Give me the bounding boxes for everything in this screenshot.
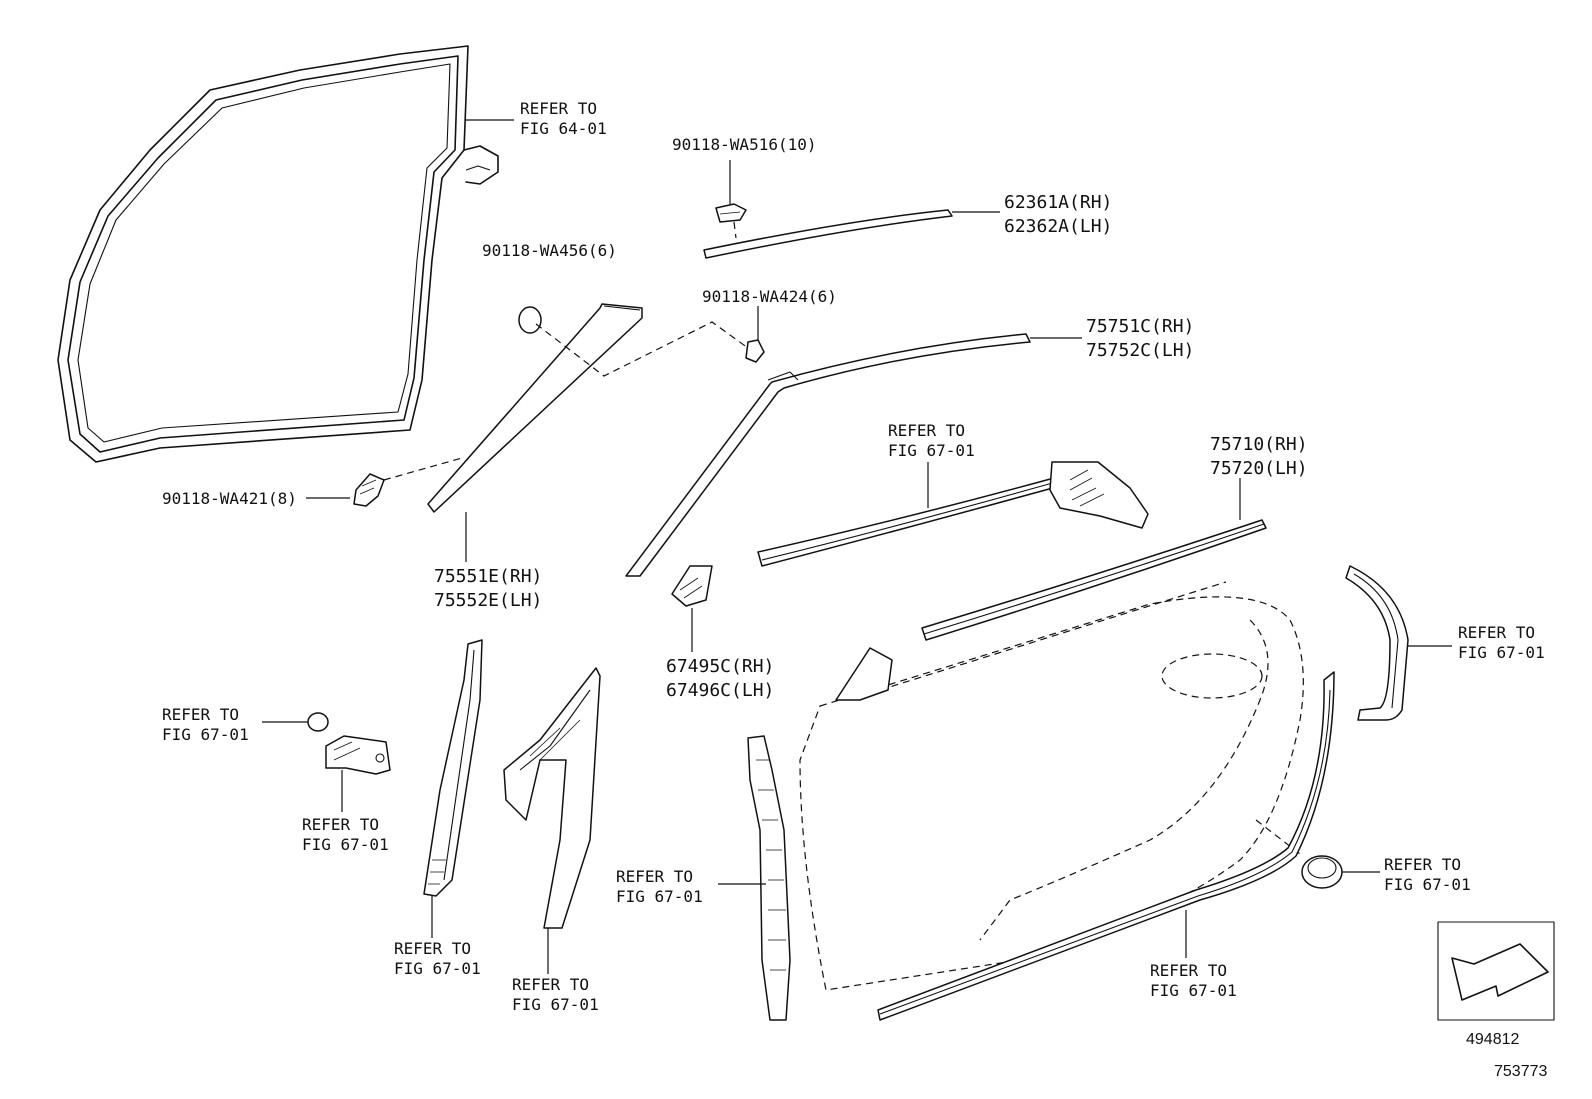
label-part-lh: 75752C(LH) [1086,340,1194,361]
label-refer-vertical-strip: REFER TO FIG 67-01 [394,939,481,978]
label-line-1: REFER TO [394,939,471,958]
left-bracket [307,712,391,775]
label-line-1: REFER TO [1150,961,1227,980]
label-line-1: REFER TO [512,975,589,994]
label-line-2: FIG 67-01 [616,887,703,906]
label-part-rh: 75710(RH) [1210,434,1308,455]
clip-wa424 [745,306,765,363]
label-refer-right-upper: REFER TO FIG 67-01 [1458,623,1545,662]
label-line-2: FIG 67-01 [888,441,975,460]
clip-wa456 [518,306,542,334]
label-refer-fig-64-01: REFER TO FIG 64-01 [520,99,607,138]
label-clip-wa421: 90118-WA421(8) [162,489,297,508]
inner-belt-weatherstrip [757,461,1149,567]
label-part-lh: 75552E(LH) [434,590,542,611]
label-refer-triangle: REFER TO FIG 67-01 [512,975,599,1014]
triangle-bracket [503,667,601,929]
label-refer-bottom-weatherstrip: REFER TO FIG 67-01 [1150,961,1237,1000]
label-line-2: FIG 67-01 [302,835,389,854]
label-line-1: REFER TO [1458,623,1535,642]
rear-corner-strip [1345,565,1409,721]
label-part-rh: 67495C(RH) [666,656,774,677]
label-line-2: FIG 67-01 [1458,643,1545,662]
door-bottom-weatherstrip [877,671,1335,1021]
garnish-75551e [427,303,643,513]
label-line-2: FIG 64-01 [520,119,607,138]
hole-plug-right [1301,855,1343,889]
label-refer-center-strip: REFER TO FIG 67-01 [616,867,703,906]
label-molding-75751c: 75751C(RH) 75752C(LH) [1086,316,1194,361]
center-door-weatherstrip [747,735,791,1021]
label-line-2: FIG 67-01 [162,725,249,744]
label-refer-right-plug: REFER TO FIG 67-01 [1384,855,1471,894]
label-garnish-75551e: 75551E(RH) 75552E(LH) [434,566,542,611]
door-shell-outline [799,581,1304,991]
label-clip-wa424: 90118-WA424(6) [702,287,837,306]
label-line-1: REFER TO [520,99,597,118]
illustration-id: 494812 [1466,1031,1519,1048]
label-line-1: REFER TO [616,867,693,886]
vertical-run-channel [423,639,483,897]
illustration-arrow-box [1437,921,1555,1021]
leader-lines [262,119,1452,974]
label-part-lh: 75720(LH) [1210,458,1308,479]
catalog-id: 753773 [1494,1063,1547,1080]
label-clip-wa456: 90118-WA456(6) [482,241,617,260]
label-line-2: FIG 67-01 [394,959,481,978]
label-line-1: REFER TO [888,421,965,440]
label-weatherstrip-75710: 75710(RH) 75720(LH) [1210,434,1308,479]
label-line-2: FIG 67-01 [1150,981,1237,1000]
label-bracket-67495c: 67495C(RH) 67496C(LH) [666,656,774,701]
label-part-lh: 62362A(LH) [1004,216,1112,237]
label-line-1: REFER TO [1384,855,1461,874]
bracket-67495c [671,565,713,607]
clip-wa421 [353,473,385,507]
label-line-1: REFER TO [302,815,379,834]
label-part-rh: 62361A(RH) [1004,192,1112,213]
molding-75751c [625,333,1031,577]
weatherstrip-75710 [921,519,1267,641]
label-molding-62361a: 62361A(RH) 62362A(LH) [1004,192,1112,237]
label-line-2: FIG 67-01 [512,995,599,1014]
door-opening-weatherstrip [57,45,499,463]
label-refer-left-bracket-lower: REFER TO FIG 67-01 [302,815,389,854]
label-line-2: FIG 67-01 [1384,875,1471,894]
label-line-1: REFER TO [162,705,239,724]
label-refer-left-bracket: REFER TO FIG 67-01 [162,705,249,744]
label-part-lh: 67496C(LH) [666,680,774,701]
label-clip-wa516: 90118-WA516(10) [672,135,817,154]
label-part-rh: 75551E(RH) [434,566,542,587]
molding-62361a [703,160,953,259]
label-part-rh: 75751C(RH) [1086,316,1194,337]
label-refer-top-67-01: REFER TO FIG 67-01 [888,421,975,460]
